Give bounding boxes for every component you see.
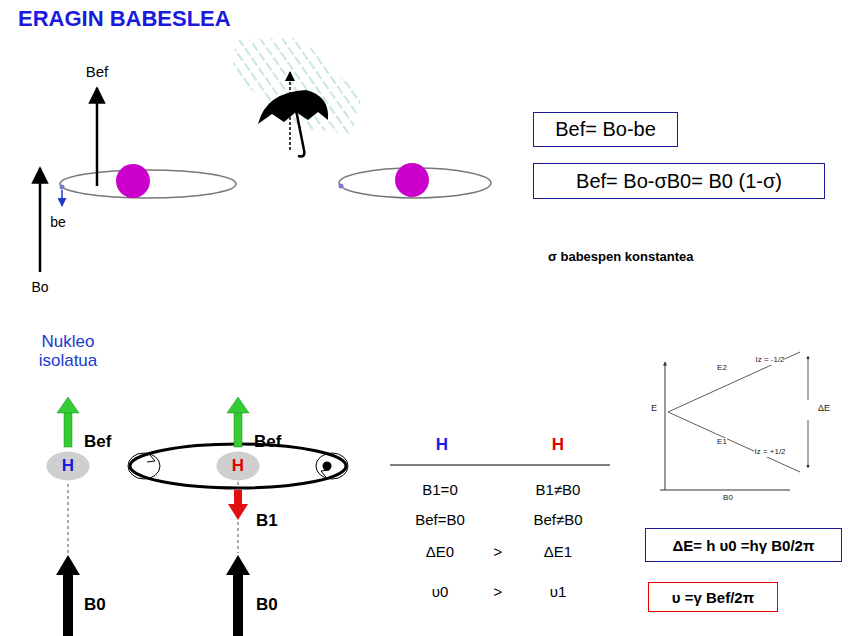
- table-cell: υ1: [550, 584, 567, 601]
- field-label: Bef: [86, 64, 109, 81]
- table-cell: Bef≠B0: [533, 512, 582, 529]
- frequency-formula-box: υ =γ Bef/2π: [648, 582, 778, 612]
- axis-label: B0: [723, 494, 733, 503]
- table-header: H: [552, 436, 564, 455]
- nucleus-ellipse: H: [216, 451, 260, 481]
- table-cell: >: [494, 544, 503, 561]
- table-cell: ΔE1: [544, 544, 572, 561]
- plot-label: Iz = -1/2: [755, 356, 784, 365]
- energy-formula-box: ΔE= h υ0 =hγ B0/2π: [645, 528, 842, 562]
- table-cell: B1=0: [422, 482, 457, 499]
- node-text: H: [232, 456, 244, 476]
- shielding-sketch: [40, 88, 236, 272]
- umbrella-sketch: [232, 38, 491, 198]
- table-cell: Bef=B0: [415, 512, 465, 529]
- slide-title: ERAGIN BABESLEA: [18, 6, 231, 32]
- table-rule: [390, 464, 610, 465]
- nucleus-fill: [46, 452, 89, 481]
- field-label: Bef: [254, 433, 281, 452]
- node-text: Bef= Bo-σB0= B0 (1-σ): [576, 170, 782, 193]
- node-text: Bef= Bo-be: [555, 118, 656, 141]
- field-label: be: [50, 215, 66, 230]
- note: σ babespen konstantea: [548, 250, 693, 264]
- formula-box: Bef= Bo-σB0= B0 (1-σ): [533, 163, 825, 199]
- table-cell: υ0: [432, 584, 449, 601]
- node-text: ΔE= h υ0 =hγ B0/2π: [673, 537, 815, 554]
- node-text: υ =γ Bef/2π: [672, 589, 754, 606]
- isolated-nucleus: [56, 397, 80, 636]
- field-label: Bef: [84, 433, 111, 452]
- table-cell: >: [494, 584, 503, 601]
- field-label: B1: [256, 512, 278, 531]
- nucleus-fill: [216, 452, 259, 481]
- caption-label: Nukleo isolatua: [28, 333, 108, 370]
- table-cell: B1≠B0: [536, 482, 581, 499]
- energy-plot: [660, 352, 808, 490]
- axis-label: E: [651, 404, 657, 414]
- formula-box: Bef= Bo-be: [533, 112, 678, 147]
- field-label: B0: [256, 596, 278, 615]
- table-header: H: [436, 436, 448, 455]
- shielded-nucleus: [128, 397, 348, 636]
- field-label: B0: [84, 596, 106, 615]
- plot-label: E1: [717, 438, 727, 447]
- plot-label: E2: [717, 364, 727, 373]
- plot-label: Iz = +1/2: [754, 448, 785, 457]
- field-label: Bo: [31, 280, 48, 295]
- nucleus-ellipse: H: [46, 451, 90, 481]
- plot-label: ΔE: [818, 404, 830, 414]
- table-cell: ΔE0: [426, 544, 454, 561]
- node-text: H: [62, 456, 74, 476]
